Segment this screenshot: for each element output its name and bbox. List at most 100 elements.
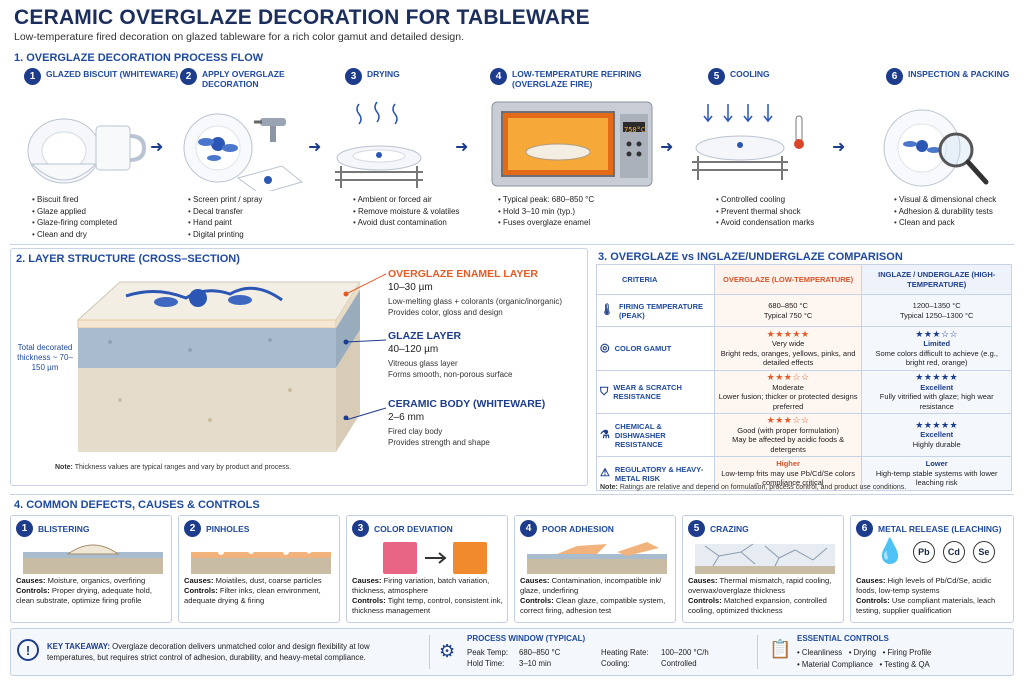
header-inglaze: INGLAZE / UNDERGLAZE (HIGH-TEMPERATURE) bbox=[861, 264, 1012, 295]
total-thickness-label: Total decorated thickness ~ 70–150 µm bbox=[17, 343, 73, 372]
checklist-icon: 📋 bbox=[769, 639, 792, 659]
metal-badge: Cd bbox=[942, 541, 965, 563]
rating-stars: ★★★☆☆ bbox=[915, 328, 959, 339]
footer-panel: ! KEY TAKEAWAY: Overglaze decoration del… bbox=[10, 628, 1014, 676]
shield-icon: ⛉ bbox=[600, 385, 609, 398]
thermometer-icon: 🌡 bbox=[600, 304, 614, 316]
step-bullet: Glaze-firing completed bbox=[32, 217, 117, 229]
layer-thickness: 10–30 µm bbox=[388, 282, 433, 293]
flow-arrow-icon: ➜ bbox=[660, 139, 674, 156]
flask-icon: ⚗ bbox=[600, 428, 610, 441]
step-label: INSPECTION & PACKING bbox=[908, 69, 1010, 79]
droplet-icon: 💧 bbox=[875, 538, 905, 565]
defect-label: COLOR DEVIATION bbox=[374, 523, 453, 534]
metal-elements: 💧 Pb Cd Se bbox=[875, 540, 995, 564]
divider bbox=[10, 244, 1014, 245]
layer-thickness: 40–120 µm bbox=[388, 344, 439, 355]
essential-controls-title: ESSENTIAL CONTROLS bbox=[797, 634, 889, 643]
step-label: GLAZED BISCUIT (WHITEWARE) bbox=[46, 69, 179, 79]
pinholes-illustration bbox=[191, 548, 331, 574]
process-step-3: 3 DRYING Ambient or forced airRemove mois… bbox=[335, 68, 500, 227]
defect-label: PINHOLES bbox=[206, 523, 250, 534]
section-comparison-title: 3. OVERGLAZE vs INGLAZE/UNDERGLAZE COMPA… bbox=[598, 251, 903, 263]
layer-desc: Fired clay body bbox=[388, 427, 443, 436]
layer-leader-lines bbox=[343, 273, 387, 420]
step-number: 1 bbox=[24, 68, 41, 85]
flow-arrow-icon: ➜ bbox=[308, 139, 322, 156]
layer-desc: Forms smooth, non-porous surface bbox=[388, 370, 513, 379]
step-number: 2 bbox=[180, 68, 197, 85]
flow-arrow-icon: ➜ bbox=[455, 139, 469, 156]
section-defects-title: 4. COMMON DEFECTS, CAUSES & CONTROLS bbox=[14, 499, 260, 511]
decorated-plate-spray-gun-icon bbox=[183, 113, 304, 191]
flow-arrow-icon: ➜ bbox=[832, 139, 846, 156]
section-layer-title: 2. LAYER STRUCTURE (CROSS–SECTION) bbox=[16, 253, 240, 265]
body-layer-label: CERAMIC BODY (WHITEWARE) 2–6 mm Fired cl… bbox=[388, 398, 584, 448]
step-label: DRYING bbox=[367, 69, 400, 79]
layer-thickness: 2–6 mm bbox=[388, 412, 425, 423]
gear-icon: ⚙ bbox=[439, 641, 456, 661]
table-row: ⛉WEAR & SCRATCH RESISTANCE ★★★☆☆Moderate… bbox=[596, 370, 1012, 414]
layer-name: GLAZE LAYER bbox=[388, 330, 462, 342]
rating-stars: ★★★★★ bbox=[915, 419, 959, 430]
step-bullet: Typical peak: 680–850 °C bbox=[498, 194, 594, 206]
comparison-note: Note: Ratings are relative and depend on… bbox=[600, 484, 907, 491]
step-bullet: Fuses overglaze enamel bbox=[498, 217, 594, 229]
cooling-rack-thermometer-icon bbox=[692, 104, 804, 180]
inspection-magnifier-icon bbox=[883, 109, 989, 187]
header-criteria: CRITERIA bbox=[596, 264, 715, 295]
rating-stars: ★★★☆☆ bbox=[766, 372, 810, 382]
kiln-temperature-display: 750°C bbox=[624, 126, 646, 134]
defect-label: POOR ADHESION bbox=[542, 523, 614, 534]
palette-icon: ◎ bbox=[600, 342, 610, 354]
step-number: 6 bbox=[886, 68, 903, 85]
layer-cross-section-block bbox=[76, 281, 361, 452]
layer-name: CERAMIC BODY (WHITEWARE) bbox=[388, 398, 546, 410]
layer-desc: Low-melting glass + colorants (organic/i… bbox=[388, 297, 563, 306]
layer-note: Note: Thickness values are typical range… bbox=[55, 464, 292, 471]
glaze-layer-label: GLAZE LAYER 40–120 µm Vitreous glass lay… bbox=[388, 330, 584, 380]
blistering-illustration bbox=[23, 544, 163, 574]
step-bullet: Biscuit fired bbox=[32, 194, 117, 206]
step-label: LOW-TEMPERATURE REFIRING (OVERGLAZE FIRE… bbox=[512, 69, 642, 89]
step-bullet: Ambient or forced air bbox=[353, 194, 459, 206]
step-bullet: Avoid dust contamination bbox=[353, 217, 459, 229]
rating-stars: ★★★★★ bbox=[915, 372, 959, 382]
alert-icon: ! bbox=[17, 639, 39, 661]
step-bullet: Hand paint bbox=[188, 217, 262, 229]
comparison-table: CRITERIA OVERGLAZE (LOW-TEMPERATURE) ING… bbox=[596, 264, 1012, 491]
crazing-illustration bbox=[695, 543, 835, 574]
step-bullet: Controlled cooling bbox=[716, 194, 814, 206]
layer-structure-panel bbox=[10, 248, 588, 486]
header-overglaze: OVERGLAZE (LOW-TEMPERATURE) bbox=[713, 264, 863, 295]
defect-label: METAL RELEASE (LEACHING) bbox=[878, 523, 1002, 534]
step-bullet: Remove moisture & volatiles bbox=[353, 206, 459, 218]
step-bullet: Clean and pack bbox=[894, 217, 996, 229]
step-number: 3 bbox=[345, 68, 362, 85]
layer-desc: Vitreous glass layer bbox=[388, 359, 458, 368]
step-bullet: Clean and dry bbox=[32, 229, 117, 241]
whiteware-tableware-icon bbox=[27, 118, 147, 184]
table-row: ⚗CHEMICAL & DISHWASHER RESISTANCE ★★★☆☆G… bbox=[596, 413, 1012, 457]
step-number: 5 bbox=[708, 68, 725, 85]
defect-label: CRAZING bbox=[710, 523, 749, 534]
page-title: CERAMIC OVERGLAZE DECORATION FOR TABLEWA… bbox=[14, 6, 590, 29]
layer-name: OVERGLAZE ENAMEL LAYER bbox=[388, 268, 538, 280]
rating-stars: ★★★★★ bbox=[766, 328, 810, 339]
step-bullet: Glaze applied bbox=[32, 206, 117, 218]
metal-badge: Pb bbox=[912, 541, 935, 563]
step-bullet: Decal transfer bbox=[188, 206, 262, 218]
rating-stars: ★★★☆☆ bbox=[766, 415, 810, 425]
step-bullet: Avoid condensation marks bbox=[716, 217, 815, 229]
flow-arrow-icon: ➜ bbox=[150, 139, 164, 156]
step-bullet: Hold 3–10 min (typ.) bbox=[498, 206, 594, 218]
